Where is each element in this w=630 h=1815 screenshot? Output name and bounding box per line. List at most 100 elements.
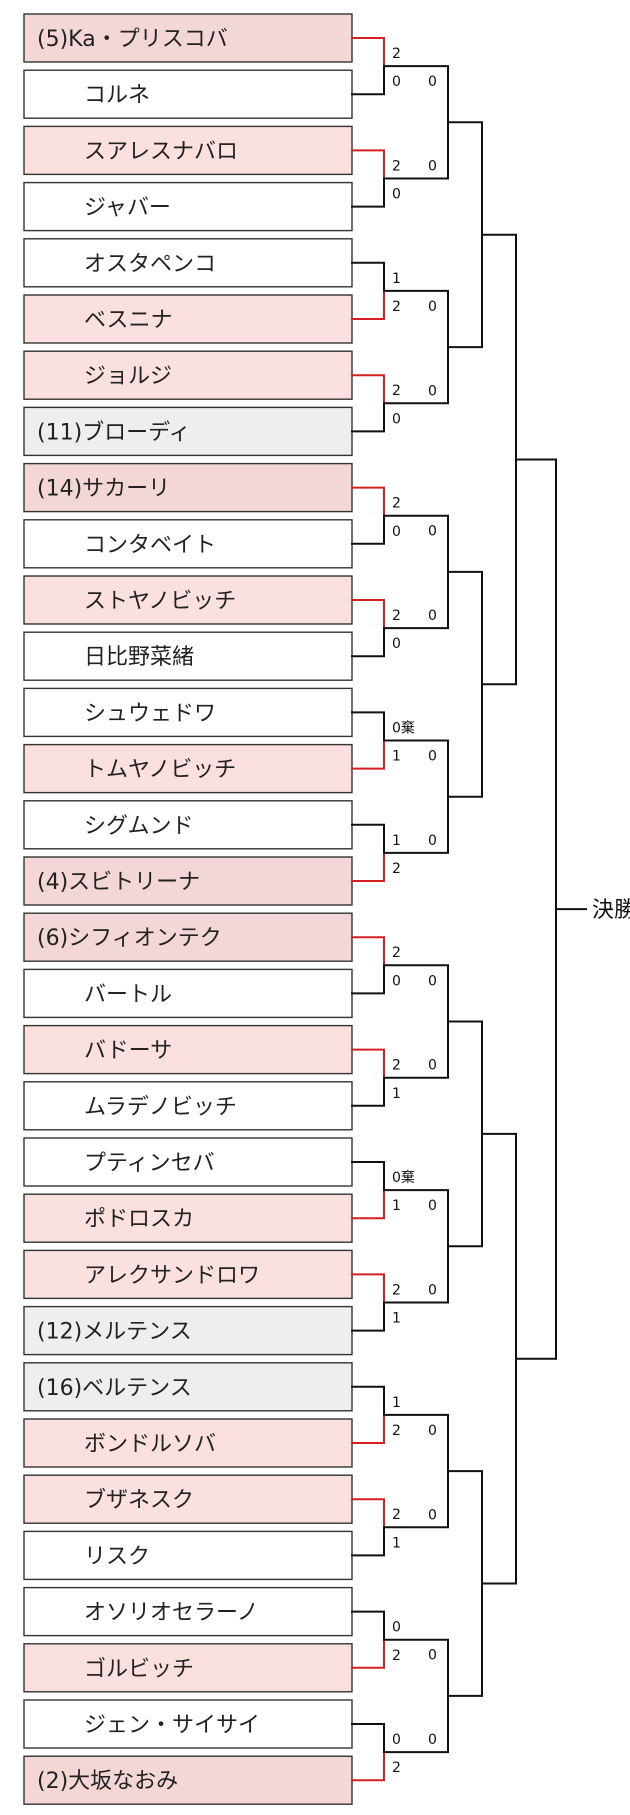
player-box bbox=[23, 631, 353, 681]
player-entry: コンタベイト bbox=[23, 519, 353, 569]
player-name: (11)ブローディ bbox=[37, 420, 191, 445]
score-label: 0 bbox=[428, 524, 437, 540]
player-entry: トムヤノビッチ bbox=[23, 743, 353, 794]
player-name: 日比野菜緒 bbox=[84, 645, 194, 670]
player-name-text: シグムンド bbox=[84, 814, 194, 839]
player-box bbox=[23, 687, 353, 738]
score-label: 2 bbox=[392, 46, 401, 62]
score-label: 0 bbox=[428, 1058, 437, 1074]
score-label: 0棄 bbox=[392, 1170, 415, 1186]
bracket-line bbox=[351, 1273, 385, 1304]
score-label: 0 bbox=[428, 833, 437, 849]
player-name-text: ストヤノビッチ bbox=[84, 589, 236, 614]
score-label: 1 bbox=[392, 1395, 401, 1411]
player-name-text: メルテンス bbox=[82, 1320, 192, 1345]
player-entry: (5)Ka・プリスコバ bbox=[23, 13, 353, 63]
bracket-line bbox=[351, 1751, 385, 1782]
score-label: 0 bbox=[392, 524, 401, 540]
player-name-text: オスタペンコ bbox=[84, 252, 216, 277]
bracket-line bbox=[351, 1048, 385, 1079]
score-label: 2 bbox=[392, 496, 401, 512]
player-name: (6)シフィオンテク bbox=[37, 926, 222, 951]
player-name: ムラデノビッチ bbox=[84, 1095, 237, 1120]
player-entry: オソリオセラーノ bbox=[23, 1586, 353, 1637]
score-label: 0 bbox=[428, 1283, 437, 1299]
player-name-text: ムラデノビッチ bbox=[84, 1095, 237, 1120]
bracket-line bbox=[351, 1498, 385, 1529]
player-name: スアレスナバロ bbox=[84, 139, 238, 164]
player-entry: 日比野菜緒 bbox=[23, 631, 353, 681]
bracket-line bbox=[351, 261, 385, 292]
player-boxes: (5)Ka・プリスコバコルネスアレスナバロジャバーオスタペンコベスニナジョルジ(… bbox=[23, 13, 353, 1805]
score-label: 0 bbox=[392, 1732, 401, 1748]
score-label: 0棄 bbox=[392, 720, 415, 736]
score-label: 2 bbox=[392, 608, 401, 624]
player-name-text: バートル bbox=[84, 982, 172, 1007]
player-entry: (16)ベルテンス bbox=[23, 1362, 353, 1412]
score-label: 0 bbox=[428, 973, 437, 989]
score-labels: 2020122020200棄11220210棄12112210202000000… bbox=[392, 46, 437, 1776]
bracket-line bbox=[351, 1301, 385, 1332]
player-entry: リスク bbox=[23, 1530, 353, 1581]
score-label: 0 bbox=[392, 411, 401, 427]
player-entry: (4)スビトリーナ bbox=[23, 856, 353, 906]
player-seed: (11) bbox=[37, 420, 82, 445]
score-label: 1 bbox=[392, 1086, 401, 1102]
player-entry: バドーサ bbox=[23, 1024, 353, 1075]
player-name-text: トムヤノビッチ bbox=[84, 758, 236, 783]
bracket-line bbox=[351, 486, 385, 517]
player-name: (4)スビトリーナ bbox=[37, 870, 200, 895]
bracket-line bbox=[351, 374, 385, 405]
player-name-text: ブローディ bbox=[82, 420, 190, 445]
bracket-line bbox=[351, 65, 385, 96]
player-name-text: ゴルビッチ bbox=[84, 1657, 194, 1682]
score-label: 1 bbox=[392, 749, 401, 765]
player-box bbox=[23, 294, 353, 344]
bracket-line bbox=[351, 149, 385, 180]
player-entry: プティンセバ bbox=[23, 1137, 353, 1187]
bracket-line bbox=[481, 233, 517, 686]
player-name: (12)メルテンス bbox=[37, 1320, 192, 1345]
player-name-text: スアレスナバロ bbox=[84, 139, 238, 164]
player-name-text: スビトリーナ bbox=[68, 870, 200, 895]
player-box bbox=[23, 743, 353, 794]
player-name-text: ブザネスク bbox=[84, 1488, 194, 1513]
player-entry: アレクサンドロワ bbox=[23, 1249, 353, 1300]
player-name-text: ポドロスカ bbox=[84, 1207, 194, 1232]
player-name-text: アレクサンドロワ bbox=[84, 1263, 260, 1288]
player-name-text: プティンセバ bbox=[84, 1151, 215, 1176]
player-name: ブザネスク bbox=[84, 1488, 194, 1513]
score-label: 2 bbox=[392, 1760, 401, 1776]
bracket-lines bbox=[351, 37, 587, 1782]
player-name-text: サカーリ bbox=[82, 477, 170, 502]
player-name: リスク bbox=[84, 1544, 150, 1569]
player-name: ベスニナ bbox=[84, 308, 172, 333]
bracket-line bbox=[351, 964, 385, 995]
bracket-line bbox=[447, 570, 483, 798]
bracket-line bbox=[351, 1189, 385, 1220]
player-entry: (11)ブローディ bbox=[23, 406, 353, 457]
bracket-line bbox=[351, 1526, 385, 1557]
player-seed: (14) bbox=[37, 477, 82, 502]
player-name: ゴルビッチ bbox=[84, 1657, 194, 1682]
player-box bbox=[23, 1530, 353, 1581]
score-label: 2 bbox=[392, 1058, 401, 1074]
bracket-line bbox=[351, 1413, 385, 1444]
score-label: 0 bbox=[392, 1620, 401, 1636]
score-label: 1 bbox=[392, 271, 401, 287]
bracket-line bbox=[351, 1638, 385, 1669]
player-box bbox=[23, 462, 353, 513]
score-label: 0 bbox=[428, 383, 437, 399]
score-label: 0 bbox=[428, 159, 437, 175]
bracket-line bbox=[351, 739, 385, 770]
player-box bbox=[23, 1081, 353, 1131]
player-entry: ゴルビッチ bbox=[23, 1643, 353, 1693]
score-label: 2 bbox=[392, 1423, 401, 1439]
player-name-text: ベルテンス bbox=[82, 1376, 192, 1401]
bracket-line bbox=[351, 289, 385, 320]
player-name-text: 日比野菜緒 bbox=[84, 645, 194, 670]
player-box bbox=[23, 350, 353, 400]
player-seed: (6) bbox=[37, 926, 68, 951]
score-label: 0 bbox=[392, 74, 401, 90]
player-box bbox=[23, 125, 353, 176]
